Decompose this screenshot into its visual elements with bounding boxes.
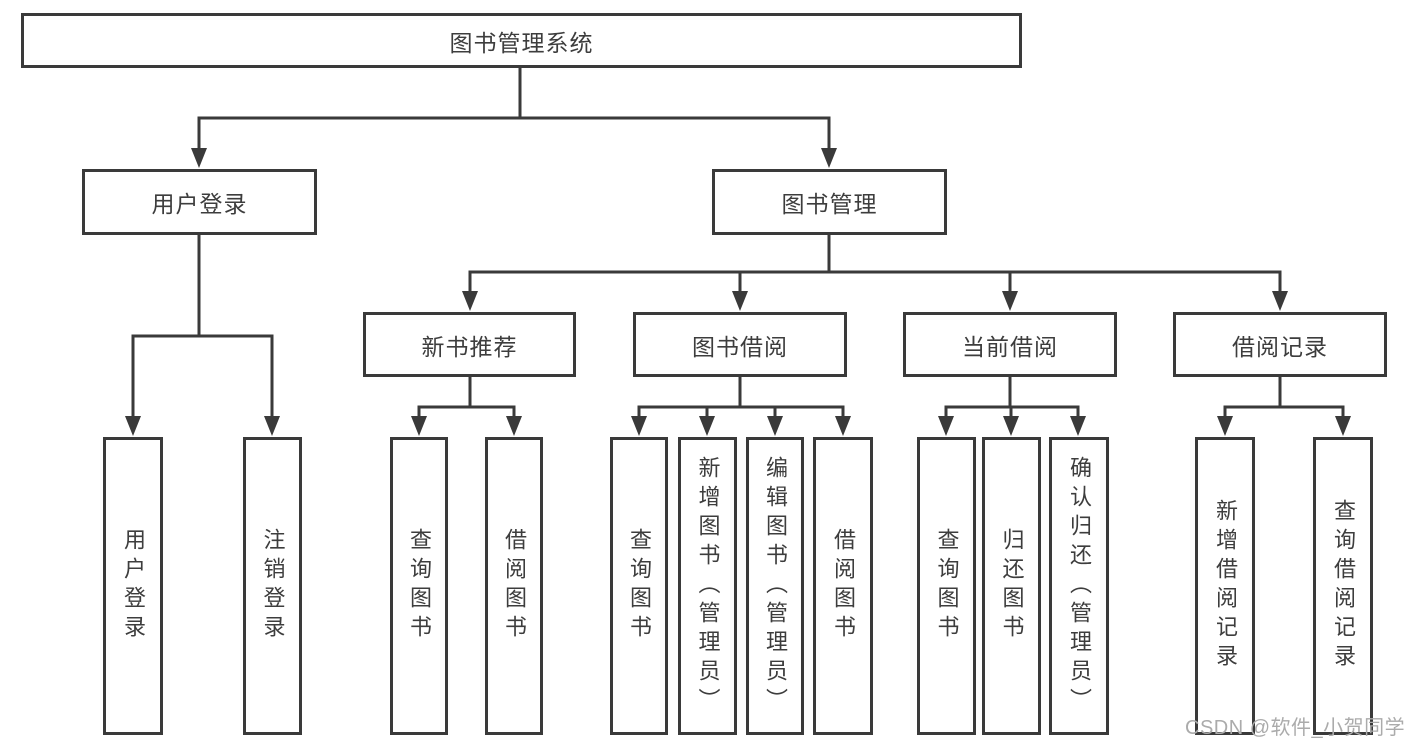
node-current-borrowing: 当前借阅	[903, 312, 1117, 377]
arrowhead-icon	[1335, 416, 1351, 436]
edge-newbook-to-children	[417, 375, 516, 420]
edge-currentborrow-to-children	[944, 375, 1080, 420]
leaf-user-login: 用户登录	[103, 437, 163, 735]
leaf-add-books-admin: 新增图书（管理员）	[678, 437, 737, 735]
leaf-query-books-borrowing: 查询图书	[610, 437, 668, 735]
node-new-book-recommend-label: 新书推荐	[421, 333, 518, 360]
arrowhead-icon	[835, 416, 851, 436]
leaf-query-borrow-record: 查询借阅记录	[1313, 437, 1373, 735]
leaf-logout: 注销登录	[243, 437, 302, 735]
arrowhead-icon	[1002, 291, 1018, 311]
leaf-query-books-current: 查询图书	[917, 437, 976, 735]
node-root-label: 图书管理系统	[449, 29, 594, 56]
node-root-system: 图书管理系统	[21, 13, 1022, 68]
leaf-borrow-books: 借阅图书	[813, 437, 873, 735]
arrowhead-icon	[732, 291, 748, 311]
leaf-borrow-books-label: 借阅图书	[831, 528, 856, 644]
edge-records-to-children	[1223, 375, 1345, 420]
arrowhead-icon	[411, 416, 427, 436]
leaf-return-books: 归还图书	[982, 437, 1041, 735]
leaf-logout-label: 注销登录	[260, 528, 286, 644]
arrowhead-icon	[1070, 416, 1086, 436]
edge-bookmgmt-to-level3	[468, 233, 1282, 295]
node-book-borrowing-label: 图书借阅	[692, 333, 788, 360]
node-borrowing-records: 借阅记录	[1173, 312, 1387, 377]
arrowhead-icon	[462, 291, 478, 311]
leaf-add-books-admin-label: 新增图书（管理员）	[695, 455, 721, 717]
leaf-borrow-books-recommend: 借阅图书	[485, 437, 543, 735]
arrowhead-icon	[699, 416, 715, 436]
leaf-return-books-label: 归还图书	[999, 528, 1025, 644]
edge-borrowing-to-children	[637, 375, 845, 420]
arrowhead-icon	[1003, 416, 1019, 436]
edge-root-to-level2	[197, 66, 831, 152]
leaf-edit-books-admin: 编辑图书（管理员）	[746, 437, 804, 735]
leaf-query-books-borrowing-label: 查询图书	[627, 528, 652, 644]
edge-userlogin-to-children	[131, 233, 274, 420]
leaf-edit-books-admin-label: 编辑图书（管理员）	[763, 455, 788, 717]
leaf-query-borrow-record-label: 查询借阅记录	[1331, 499, 1356, 673]
node-user-login: 用户登录	[82, 169, 317, 235]
leaf-user-login-label: 用户登录	[121, 528, 146, 644]
arrowhead-icon	[125, 416, 141, 436]
node-new-book-recommend: 新书推荐	[363, 312, 576, 377]
leaf-borrow-books-recommend-label: 借阅图书	[502, 528, 527, 644]
leaf-query-books-recommend: 查询图书	[390, 437, 448, 735]
node-user-login-label: 用户登录	[151, 191, 248, 217]
arrowhead-icon	[506, 416, 522, 436]
arrowhead-icon	[191, 148, 207, 168]
leaf-confirm-return-admin: 确认归还（管理员）	[1049, 437, 1109, 735]
leaf-add-borrow-record: 新增借阅记录	[1195, 437, 1255, 735]
leaf-query-books-recommend-label: 查询图书	[407, 528, 432, 644]
arrowhead-icon	[938, 416, 954, 436]
watermark: CSDN @软件_小贺同学	[1185, 717, 1405, 739]
node-book-management: 图书管理	[712, 169, 947, 235]
arrowheads	[125, 148, 1351, 436]
arrowhead-icon	[1272, 291, 1288, 311]
arrowhead-icon	[264, 416, 280, 436]
leaf-confirm-return-admin-label: 确认归还（管理员）	[1067, 455, 1092, 717]
arrowhead-icon	[1217, 416, 1233, 436]
node-current-borrowing-label: 当前借阅	[962, 333, 1058, 360]
arrowhead-icon	[767, 416, 783, 436]
arrowhead-icon	[631, 416, 647, 436]
leaf-add-borrow-record-label: 新增借阅记录	[1213, 499, 1238, 673]
leaf-query-books-current-label: 查询图书	[934, 528, 960, 644]
node-book-borrowing: 图书借阅	[633, 312, 847, 377]
node-book-management-label: 图书管理	[781, 191, 878, 217]
node-borrowing-records-label: 借阅记录	[1232, 333, 1328, 360]
arrowhead-icon	[821, 148, 837, 168]
